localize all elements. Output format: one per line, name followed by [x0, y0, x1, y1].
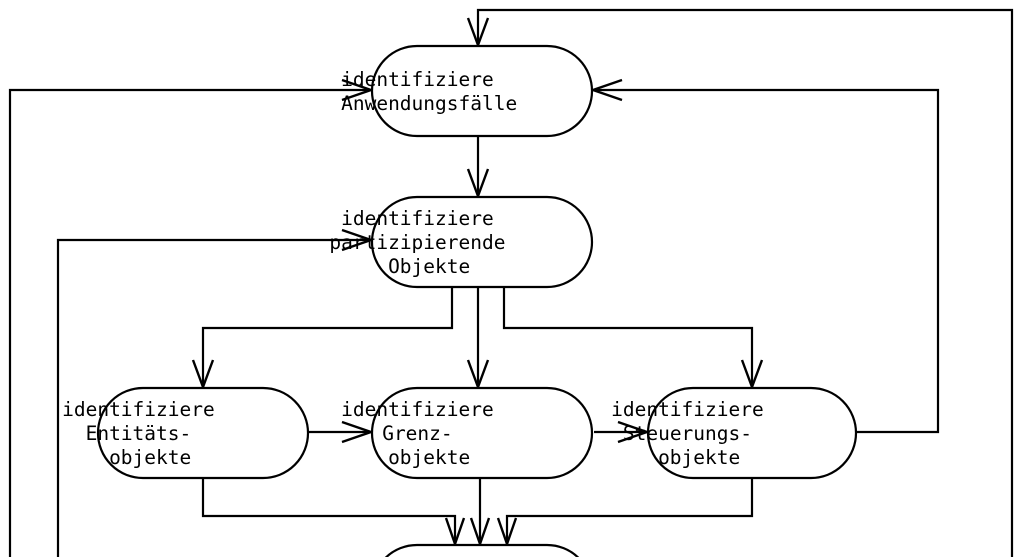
node-steuerungsobjekte[interactable]: identifiziere Steuerungs- objekte [611, 386, 893, 480]
node-anwendungsfaelle-shape [370, 44, 594, 138]
edge-entitaets-to-bottom [201, 478, 466, 548]
node-grenzobjekte-label: identifiziere Grenz- objekte [341, 398, 623, 469]
node-entitaetsobjekte-label: identifiziere Entitäts- objekte [62, 398, 344, 469]
node-bottom-clipped[interactable] [372, 543, 592, 557]
node-anwendungsfaelle-label: identifiziere Anwendungsfälle [341, 68, 623, 115]
node-steuerungsobjekte-label: identifiziere Steuerungs- objekte [611, 398, 893, 469]
edge-partizipierende-to-grenz [466, 287, 490, 391]
edge-steuerungs-to-bottom [496, 478, 754, 548]
node-partizipierende-objekte-label: identifiziere partizipierende Objekte [329, 207, 634, 278]
edge-right-feedback-into-anwendungsfaelle [589, 78, 940, 434]
node-anwendungsfaelle[interactable]: identifiziere Anwendungsfälle [341, 44, 623, 138]
edge-layer [8, 8, 1014, 557]
node-layer: identifiziere Anwendungsfälle identifizi… [62, 44, 893, 557]
node-bottom-clipped-shape [384, 543, 580, 557]
edge-left-feedback-into-anwendungsfaelle [8, 78, 375, 557]
edge-partizipierende-to-entitaets [191, 287, 454, 391]
node-partizipierende-objekte[interactable]: identifiziere partizipierende Objekte [329, 195, 634, 289]
node-grenzobjekte-shape [370, 386, 594, 480]
node-grenzobjekte[interactable]: identifiziere Grenz- objekte [341, 386, 623, 480]
node-steuerungsobjekte-shape [646, 386, 858, 480]
node-entitaetsobjekte[interactable]: identifiziere Entitäts- objekte [62, 386, 344, 480]
edge-grenz-to-bottom [469, 478, 491, 548]
node-partizipierende-objekte-shape [370, 195, 594, 289]
edge-anwendungsfaelle-to-partizipierende [466, 136, 490, 200]
node-entitaetsobjekte-shape [96, 386, 310, 480]
edge-partizipierende-to-steuerungs [502, 287, 764, 391]
